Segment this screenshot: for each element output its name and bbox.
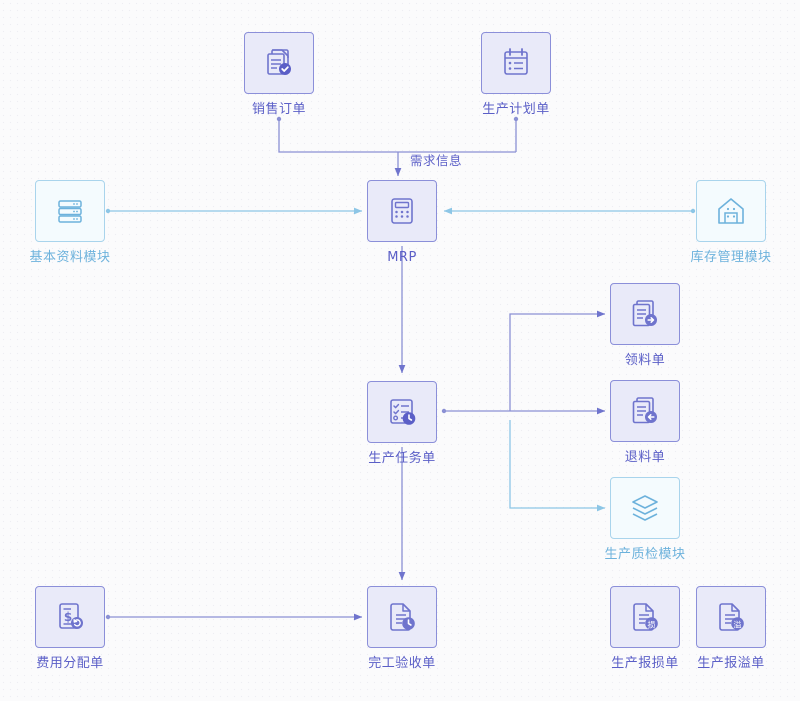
docs-arrow-right-icon <box>632 300 657 327</box>
svg-text:损: 损 <box>648 619 656 629</box>
node-production-task-label: 生产任务单 <box>368 451 436 466</box>
node-mrp-box[interactable] <box>367 180 437 242</box>
node-inventory-module-label: 库存管理模块 <box>690 250 772 265</box>
document-check-icon <box>267 49 291 75</box>
node-material-return-box[interactable] <box>610 380 680 442</box>
edge-dot-inventory <box>690 208 696 214</box>
node-sales-order-label: 销售订单 <box>251 102 306 117</box>
node-sales-order-box[interactable] <box>244 32 314 94</box>
node-overflow-report-box[interactable]: 溢 <box>696 586 766 648</box>
checklist-clock-icon <box>390 399 416 425</box>
node-production-plan-label: 生产计划单 <box>482 102 550 117</box>
node-inventory-module-box[interactable] <box>696 180 766 242</box>
node-material-return-label: 退料单 <box>624 450 666 465</box>
svg-text:溢: 溢 <box>734 619 742 629</box>
node-material-request-label: 领料单 <box>624 353 666 368</box>
node-material-request-box[interactable] <box>610 283 680 345</box>
node-production-plan-box[interactable] <box>481 32 551 94</box>
calendar-list-icon <box>504 48 528 75</box>
node-loss-report-box[interactable]: 损 <box>610 586 680 648</box>
edge-dot-cost-allocation <box>105 614 111 620</box>
document-money-icon: $ <box>59 603 83 629</box>
node-basic-data-module-label: 基本资料模块 <box>29 250 111 265</box>
node-production-task-box[interactable] <box>367 381 437 443</box>
node-basic-data-module-box[interactable] <box>35 180 105 242</box>
svg-text:$: $ <box>64 610 72 624</box>
node-quality-module-label: 生产质检模块 <box>604 547 686 562</box>
edge-dot-basic-data <box>105 208 111 214</box>
document-loss-icon: 损 <box>633 603 658 631</box>
warehouse-icon <box>718 198 744 224</box>
document-overflow-icon: 溢 <box>719 603 744 631</box>
docs-arrow-left-icon <box>632 397 657 424</box>
edge-dot-production-task <box>441 408 447 414</box>
node-cost-allocation-box[interactable]: $ <box>35 586 105 648</box>
document-clock-icon <box>390 603 415 631</box>
node-completion-receipt-box[interactable] <box>367 586 437 648</box>
database-stack-icon <box>58 200 82 223</box>
node-overflow-report-label: 生产报溢单 <box>697 656 765 671</box>
edge-sales-order-to-merge <box>278 119 516 153</box>
node-completion-receipt-label: 完工验收单 <box>368 656 436 671</box>
node-mrp-label: MRP <box>387 250 417 265</box>
edge-label-demand-info: 需求信息 <box>410 153 463 168</box>
layers-icon <box>632 495 658 521</box>
node-quality-module-box[interactable] <box>610 477 680 539</box>
node-cost-allocation-label: 费用分配单 <box>36 656 104 671</box>
calculator-icon <box>391 198 413 224</box>
node-loss-report-label: 生产报损单 <box>611 656 679 671</box>
